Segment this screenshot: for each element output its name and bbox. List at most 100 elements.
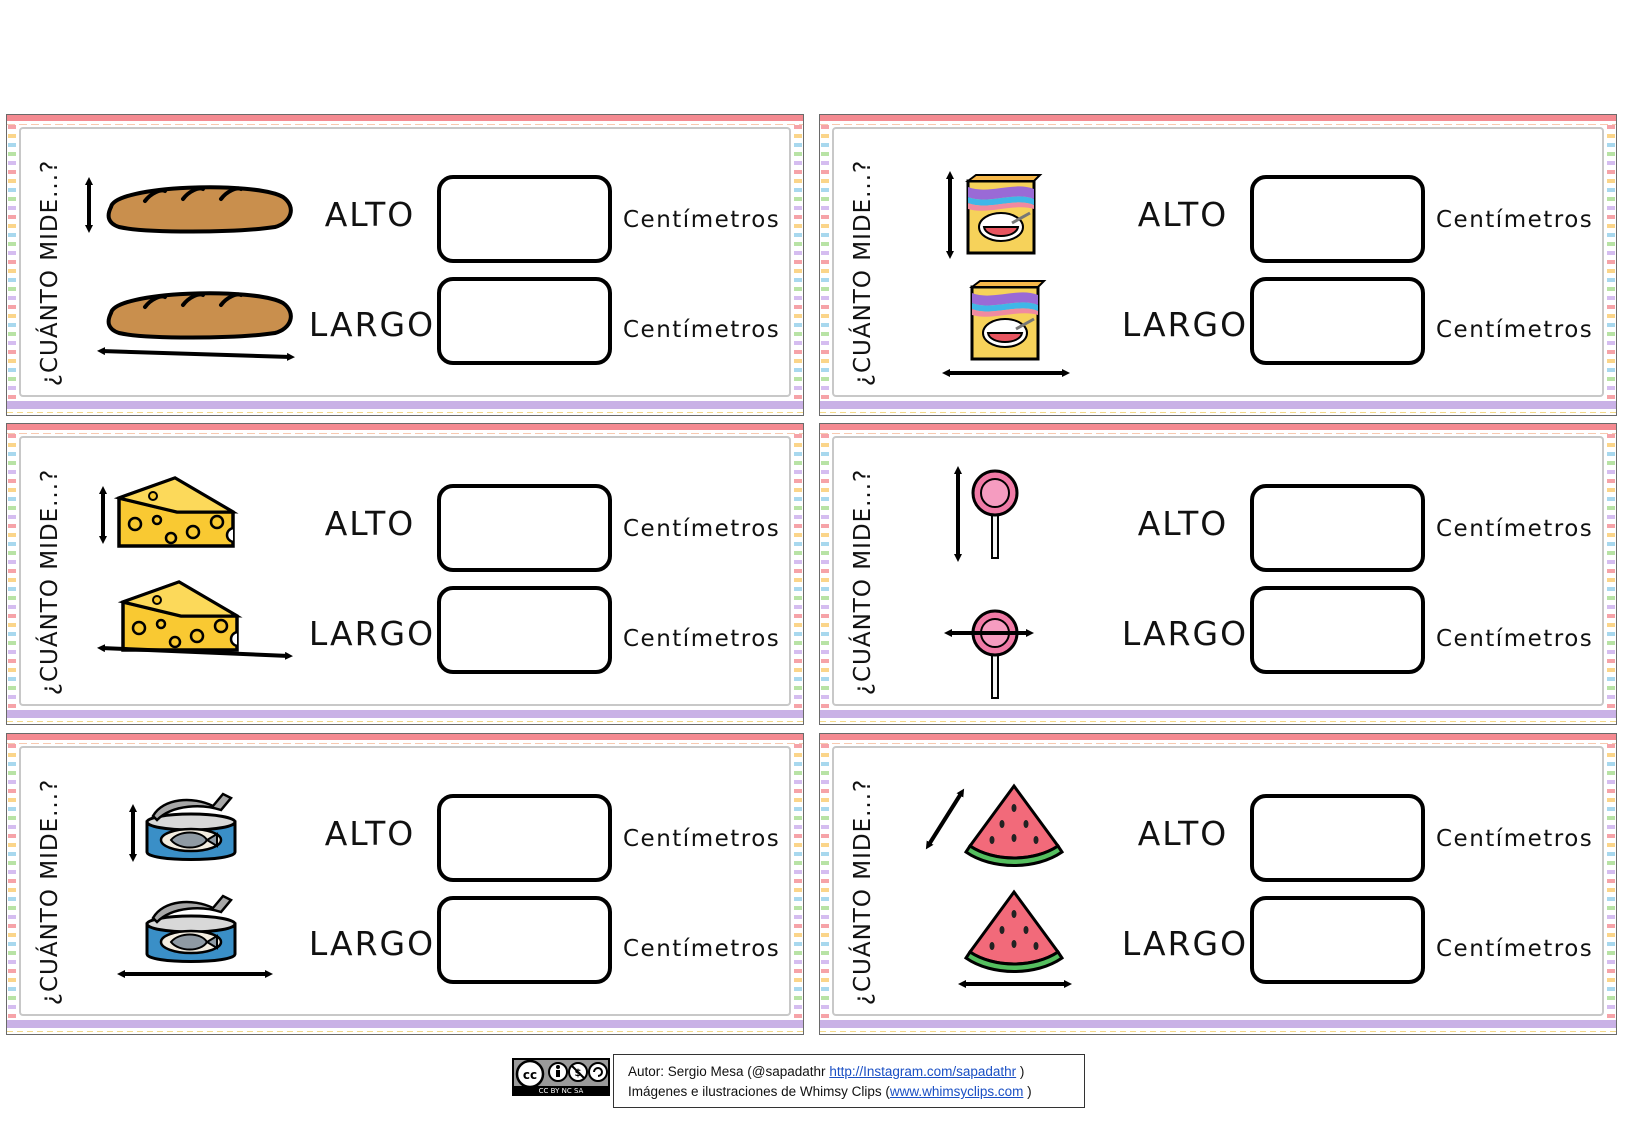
measure-card-cereal: ¿CUÁNTO MIDE...? ALTO LARGO Centímetros … xyxy=(819,114,1617,416)
top-band xyxy=(7,424,803,430)
top-dash-line xyxy=(820,433,1616,434)
credits-box: Autor: Sergio Mesa (@sapadathr http://In… xyxy=(613,1054,1085,1108)
right-dash-border xyxy=(1607,125,1615,399)
alto-answer-box[interactable] xyxy=(1250,484,1425,572)
largo-label: LARGO xyxy=(308,924,436,963)
left-dash-border xyxy=(821,125,829,399)
top-dash-line xyxy=(820,124,1616,125)
top-band xyxy=(7,115,803,121)
question-label: ¿CUÁNTO MIDE...? xyxy=(850,468,876,696)
card-inner-frame xyxy=(19,436,791,706)
svg-text:cc: cc xyxy=(523,1068,537,1082)
bottom-band xyxy=(820,401,1616,409)
largo-answer-box[interactable] xyxy=(1250,277,1425,365)
question-label: ¿CUÁNTO MIDE...? xyxy=(37,159,63,387)
cheese-icon xyxy=(97,476,293,660)
left-dash-border xyxy=(8,125,16,399)
largo-answer-box[interactable] xyxy=(1250,586,1425,674)
right-dash-border xyxy=(794,434,802,708)
alto-answer-box[interactable] xyxy=(437,175,612,263)
largo-label: LARGO xyxy=(1121,614,1249,653)
instagram-link[interactable]: http://Instagram.com/sapadathr xyxy=(829,1064,1017,1079)
largo-label: LARGO xyxy=(1121,924,1249,963)
right-dash-border xyxy=(794,125,802,399)
alto-answer-box[interactable] xyxy=(1250,794,1425,882)
largo-answer-box[interactable] xyxy=(437,277,612,365)
alto-unit-label: Centímetros xyxy=(1436,826,1594,852)
alto-unit-label: Centímetros xyxy=(623,207,781,233)
bottom-band xyxy=(7,710,803,718)
alto-label: ALTO xyxy=(1137,504,1229,543)
question-label: ¿CUÁNTO MIDE...? xyxy=(37,468,63,696)
bottom-dash-line xyxy=(820,1031,1616,1032)
question-label: ¿CUÁNTO MIDE...? xyxy=(850,159,876,387)
measure-card-watermelon: ¿CUÁNTO MIDE...? ALTO LARGO Centímetros … xyxy=(819,733,1617,1035)
bottom-dash-line xyxy=(820,721,1616,722)
right-dash-border xyxy=(1607,744,1615,1018)
author-line: Autor: Sergio Mesa (@sapadathr http://In… xyxy=(628,1064,1025,1079)
card-inner-frame xyxy=(832,127,1604,397)
largo-answer-box[interactable] xyxy=(437,586,612,674)
right-dash-border xyxy=(1607,434,1615,708)
alto-label: ALTO xyxy=(1137,195,1229,234)
measure-card-cheese: ¿CUÁNTO MIDE...? ALTO LARGO Centímetros … xyxy=(6,423,804,725)
left-dash-border xyxy=(821,434,829,708)
alto-label: ALTO xyxy=(324,814,416,853)
cereal-box-icon xyxy=(942,171,1070,377)
question-label: ¿CUÁNTO MIDE...? xyxy=(850,778,876,1006)
measure-card-bread: ¿CUÁNTO MIDE...? ALTO LARGO Centímetros … xyxy=(6,114,804,416)
top-band xyxy=(820,734,1616,740)
bottom-dash-line xyxy=(7,412,803,413)
largo-unit-label: Centímetros xyxy=(623,317,781,343)
images-credit-line: Imágenes e ilustraciones de Whimsy Clips… xyxy=(628,1084,1032,1099)
left-dash-border xyxy=(8,744,16,1018)
measure-card-tuna: ¿CUÁNTO MIDE...? ALTO LARGO Centímetros … xyxy=(6,733,804,1035)
whimsyclips-link[interactable]: www.whimsyclips.com xyxy=(889,1084,1024,1099)
right-dash-border xyxy=(794,744,802,1018)
bottom-dash-line xyxy=(7,1031,803,1032)
alto-unit-label: Centímetros xyxy=(1436,207,1594,233)
alto-answer-box[interactable] xyxy=(1250,175,1425,263)
tuna-can-icon xyxy=(117,792,273,978)
watermelon-icon xyxy=(925,784,1072,988)
bottom-band xyxy=(7,1020,803,1028)
bread-icon xyxy=(85,177,295,361)
top-band xyxy=(820,424,1616,430)
largo-label: LARGO xyxy=(308,614,436,653)
bottom-dash-line xyxy=(820,412,1616,413)
alto-unit-label: Centímetros xyxy=(623,826,781,852)
alto-answer-box[interactable] xyxy=(437,484,612,572)
top-dash-line xyxy=(7,433,803,434)
cc-badge-label: CC BY NC SA xyxy=(539,1087,584,1095)
bottom-band xyxy=(820,710,1616,718)
left-dash-border xyxy=(8,434,16,708)
largo-label: LARGO xyxy=(1121,305,1249,344)
alto-label: ALTO xyxy=(324,504,416,543)
largo-label: LARGO xyxy=(308,305,436,344)
bottom-dash-line xyxy=(7,721,803,722)
left-dash-border xyxy=(821,744,829,1018)
largo-unit-label: Centímetros xyxy=(1436,317,1594,343)
top-dash-line xyxy=(7,743,803,744)
svg-text:$: $ xyxy=(575,1068,582,1079)
largo-unit-label: Centímetros xyxy=(623,626,781,652)
alto-unit-label: Centímetros xyxy=(623,516,781,542)
largo-answer-box[interactable] xyxy=(1250,896,1425,984)
top-dash-line xyxy=(820,743,1616,744)
measure-card-lollipop: ¿CUÁNTO MIDE...? ALTO LARGO Centímetros … xyxy=(819,423,1617,725)
top-band xyxy=(7,734,803,740)
largo-unit-label: Centímetros xyxy=(1436,936,1594,962)
bottom-band xyxy=(7,401,803,409)
cc-license-icon: cc $ CC BY NC SA xyxy=(512,1058,610,1096)
alto-answer-box[interactable] xyxy=(437,794,612,882)
largo-answer-box[interactable] xyxy=(437,896,612,984)
question-label: ¿CUÁNTO MIDE...? xyxy=(37,778,63,1006)
top-dash-line xyxy=(7,124,803,125)
bottom-band xyxy=(820,1020,1616,1028)
alto-label: ALTO xyxy=(324,195,416,234)
alto-label: ALTO xyxy=(1137,814,1229,853)
top-band xyxy=(820,115,1616,121)
largo-unit-label: Centímetros xyxy=(623,936,781,962)
lollipop-icon xyxy=(944,466,1034,700)
largo-unit-label: Centímetros xyxy=(1436,626,1594,652)
